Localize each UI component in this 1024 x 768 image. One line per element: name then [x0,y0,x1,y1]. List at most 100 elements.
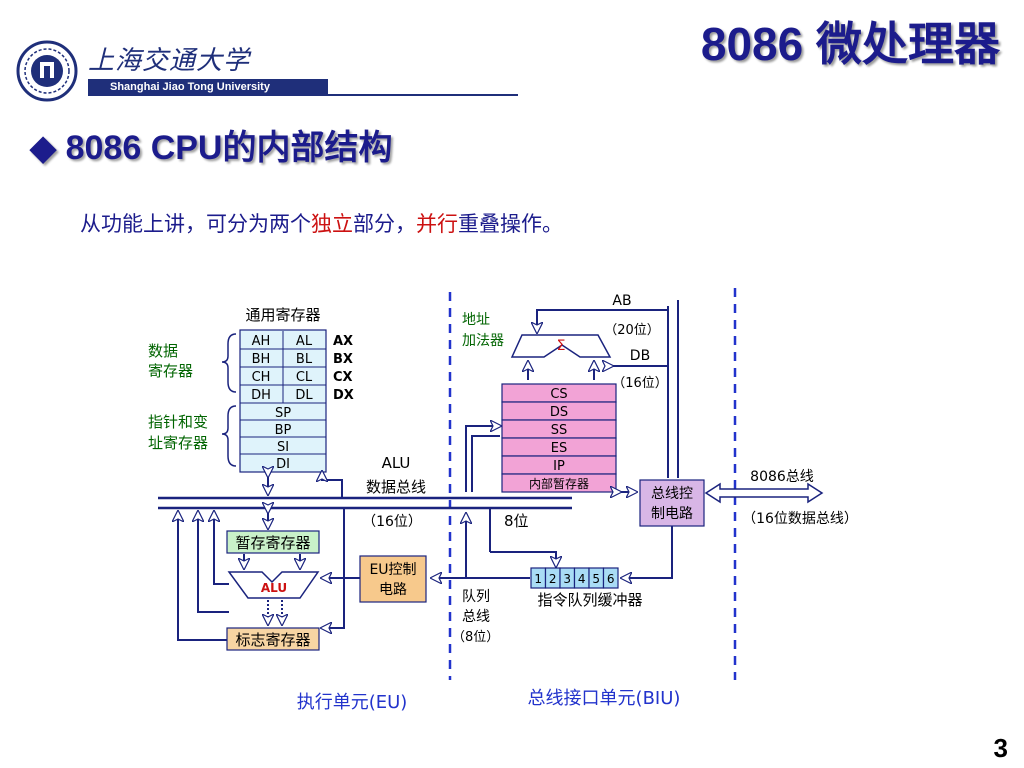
page-number: 3 [993,733,1008,763]
bus-control-label-2: 制电路 [651,506,693,522]
bus-to-seg-regs-2 [471,435,500,492]
reg-ah: AH [252,334,271,349]
queue-bus-label-3: （8位） [452,630,499,645]
desc-highlight-parallel: 并行 [416,212,458,236]
internal-temp-box [501,473,617,493]
data-reg-label-2: 寄存器 [148,362,193,380]
reg-name-dx: DX [333,388,354,403]
queue-cell-6 [602,567,619,589]
desc-highlight-independent: 独立 [311,212,353,236]
eu-control-to-flags [322,508,345,628]
alu-bus-width: （16位） [362,514,422,530]
reg-cl: CL [296,370,313,385]
seg-reg-es: ES [551,441,567,456]
external-bus-label: 8086总线 [750,469,814,485]
temp-register-label: 暂存寄存器 [235,534,310,552]
reg-bh: BH [252,352,271,367]
biu-unit-label: 总线接口单元(BIU) [528,688,681,709]
db-width-label: （16位） [612,376,668,391]
queue-bus-label-1: 队列 [462,589,490,605]
desc-part-2: 部分， [353,212,416,236]
internal-temp-label: 内部暂存器 [529,476,589,491]
bus-to-seg-regs [465,426,500,492]
reg-bp: BP [275,423,292,438]
alu-loop-to-bus [198,512,229,613]
queue-cell-label-1: 1 [534,572,542,586]
desc-part-1: 从功能上讲，可分为两个 [80,212,311,236]
reg-dl: DL [295,388,313,403]
ab-bus-line [536,309,668,318]
pointer-register-rows: SP BP SI DI [240,402,326,472]
bus-control-to-queue [622,526,673,578]
external-bus-arrow [704,482,824,504]
subtitle-text: 8086 CPU的内部结构 [65,129,393,167]
segment-registers: CS DS SS ES IP 内部暂存器 [501,383,617,493]
data-reg-label-1: 数据 [148,342,178,360]
data-reg-brace [221,333,237,393]
reg-name-ax: AX [333,334,353,349]
temp-register-box [226,530,320,554]
reg-bl: BL [296,352,313,367]
page-title: 8086 微处理器 [700,18,1000,70]
queue-cell-label-4: 4 [578,572,586,586]
alu-out-to-bus [214,512,229,585]
db-label: DB [630,348,650,364]
seg-reg-ip: IP [553,459,565,474]
alu-bus-label-1: ALU [382,454,411,472]
reg-sp: SP [275,406,291,421]
gp-registers-title: 通用寄存器 [245,306,320,324]
desc-part-3: 重叠操作。 [458,212,563,236]
seg-reg-ss: SS [551,423,568,438]
ab-label: AB [612,293,631,309]
university-logo [16,40,78,102]
eu-control-label-1: EU控制 [369,562,416,578]
alu-shape [227,571,320,599]
alu-label: ALU [261,581,287,595]
ptr-reg-label-2: 址寄存器 [148,434,208,452]
header-divider [88,94,518,96]
bullet-diamond-icon: ◆ [30,129,57,167]
bus-to-di-arrow [322,472,343,498]
reg-di: DI [276,457,290,472]
flags-register-label: 标志寄存器 [235,631,310,649]
addr-adder-label-2: 加法器 [462,333,504,349]
university-name-cn: 上海交通大学 [88,46,251,76]
queue-bus-label-2: 总线 [462,609,490,625]
reg-si: SI [277,440,289,455]
reg-dh: DH [251,388,271,403]
university-name-en: Shanghai Jiao Tong University [88,79,328,95]
reg-name-bx: BX [333,352,353,367]
queue-label: 指令队列缓冲器 [537,591,642,609]
ab-width-label: （20位） [604,323,660,338]
reg-ch: CH [252,370,271,385]
addr-adder-label-1: 地址 [462,312,490,328]
external-bus-width: （16位数据总线） [742,511,858,527]
queue-cell-label-3: 3 [563,572,571,586]
sigma-symbol: Σ [557,338,566,354]
reg-al: AL [296,334,313,349]
eu-control-label-2: 电路 [379,582,407,598]
seg-reg-cs: CS [550,387,567,402]
slide-description: 从功能上讲，可分为两个独立部分，并行重叠操作。 [80,208,563,238]
ptr-reg-brace [221,405,237,467]
internal-8bit-label: 8位 [504,512,529,530]
eu-control-box [359,555,427,603]
ptr-reg-label-1: 指针和变 [148,413,208,431]
flags-to-bus [178,512,227,641]
queue-cell-label-6: 6 [607,572,615,586]
alu-bus-label-2: 数据总线 [366,478,426,496]
internal-to-queue [490,551,556,566]
bus-control-label-1: 总线控 [651,486,693,502]
reg-name-cx: CX [333,370,353,385]
seg-reg-ds: DS [550,405,568,420]
queue-cell-label-2: 2 [549,572,557,586]
gp-register-rows: AH AL AX BH BL BX CH CL CX DH DL DX [240,331,354,404]
slide-subtitle: ◆ 8086 CPU的内部结构 [30,120,392,169]
eu-unit-label: 执行单元(EU) [297,692,408,713]
bus-control-box [639,479,705,527]
queue-cell-label-5: 5 [592,572,600,586]
alu-data-bus [158,496,572,510]
address-adder-shape [510,334,612,358]
